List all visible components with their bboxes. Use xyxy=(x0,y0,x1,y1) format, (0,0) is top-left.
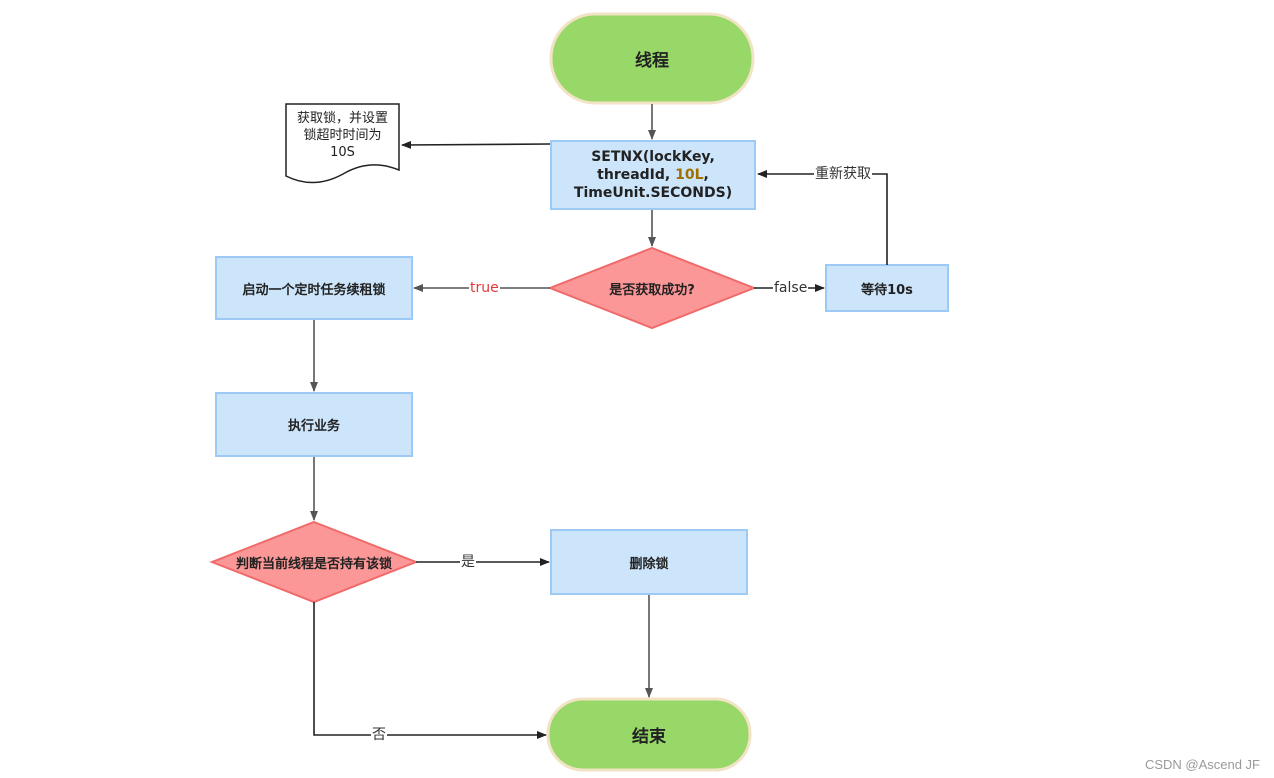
setnx-line-3: TimeUnit.SECONDS) xyxy=(573,185,733,201)
watermark: CSDN @Ascend JF xyxy=(1144,757,1260,772)
note-document-shape[interactable] xyxy=(285,103,400,184)
execute-process-shape[interactable] xyxy=(215,392,413,457)
end-label: 结束 xyxy=(632,727,666,747)
edge-no-label: 否 xyxy=(371,727,387,743)
setnx-process-shape[interactable] xyxy=(550,140,756,210)
setnx-line-2: threadId, 10L, xyxy=(597,166,709,184)
setnx-line-2-pre: threadId, xyxy=(597,167,676,183)
start-terminal-shape[interactable] xyxy=(549,12,755,105)
decision-acquired-shape[interactable] xyxy=(547,246,757,330)
edge-retry xyxy=(757,170,888,265)
setnx-line-2-post: , xyxy=(703,167,709,183)
note-label: 获取锁，并设置 锁超时时间为 10S xyxy=(286,104,399,166)
note-line-1: 获取锁，并设置 xyxy=(296,110,388,126)
decision-owner-label: 判断当前线程是否持有该锁 xyxy=(235,556,392,572)
edge-true-label: true xyxy=(469,280,500,296)
setnx-line-1: SETNX(lockKey, xyxy=(591,149,715,165)
delete-process-shape[interactable] xyxy=(550,529,748,595)
edge-false-label: false xyxy=(773,280,809,296)
note-line-3: 10S xyxy=(330,144,355,160)
end-terminal-shape[interactable] xyxy=(546,697,752,772)
decision-acquired-label: 是否获取成功? xyxy=(609,282,695,298)
setnx-label: SETNX(lockKey, threadId, 10L, TimeUnit.S… xyxy=(551,141,755,209)
renew-task-process-shape[interactable] xyxy=(215,256,413,320)
edge-retry-label: 重新获取 xyxy=(814,166,872,182)
delete-label: 删除锁 xyxy=(629,556,669,572)
renew-task-label: 启动一个定时任务续租锁 xyxy=(242,282,386,298)
note-line-2: 锁超时时间为 xyxy=(303,127,382,143)
start-label: 线程 xyxy=(635,51,669,71)
setnx-timeout-highlight: 10L xyxy=(675,167,704,183)
edge-setnx-to-note xyxy=(401,140,551,149)
wait-process-shape[interactable] xyxy=(825,264,949,312)
edge-yes-label: 是 xyxy=(460,554,476,570)
execute-label: 执行业务 xyxy=(287,419,340,434)
edge-no xyxy=(313,602,547,739)
wait-label: 等待10s xyxy=(861,282,913,298)
